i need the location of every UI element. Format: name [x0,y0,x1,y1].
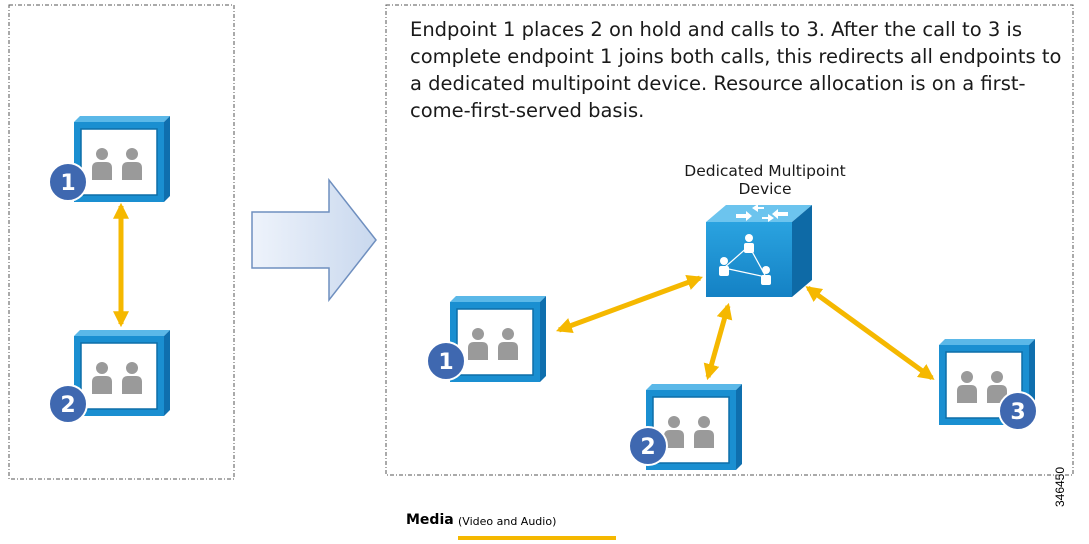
legend-title: Media [406,512,454,528]
right-group-box [385,4,1074,476]
left-group-box [8,4,235,480]
badge-right-2-label: 2 [640,435,655,460]
media-link-3-mcu [805,285,935,381]
endpoint-right-1 [449,295,547,383]
endpoint-left-1 [73,115,171,203]
media-link-1-mcu [555,274,704,334]
device-label: Dedicated Multipoint Device [684,162,846,198]
description-text: Endpoint 1 places 2 on hold and calls to… [410,18,1062,122]
badge-left-2: 2 [48,384,88,424]
multipoint-device-icon [706,204,812,297]
badge-right-1-label: 1 [438,350,453,375]
media-link-2-mcu [703,302,733,381]
figure-id: 346450 [1053,466,1068,508]
badge-right-3-label: 3 [1010,400,1025,425]
badge-left-1: 1 [48,162,88,202]
badge-left-1-label: 1 [60,171,75,196]
endpoint-left-2 [73,329,171,417]
badge-right-1: 1 [426,341,466,381]
transition-arrow [251,177,377,303]
badge-left-2-label: 2 [60,393,75,418]
badge-right-3: 3 [998,391,1038,431]
badge-right-2: 2 [628,426,668,466]
legend-subtitle: (Video and Audio) [458,515,557,528]
